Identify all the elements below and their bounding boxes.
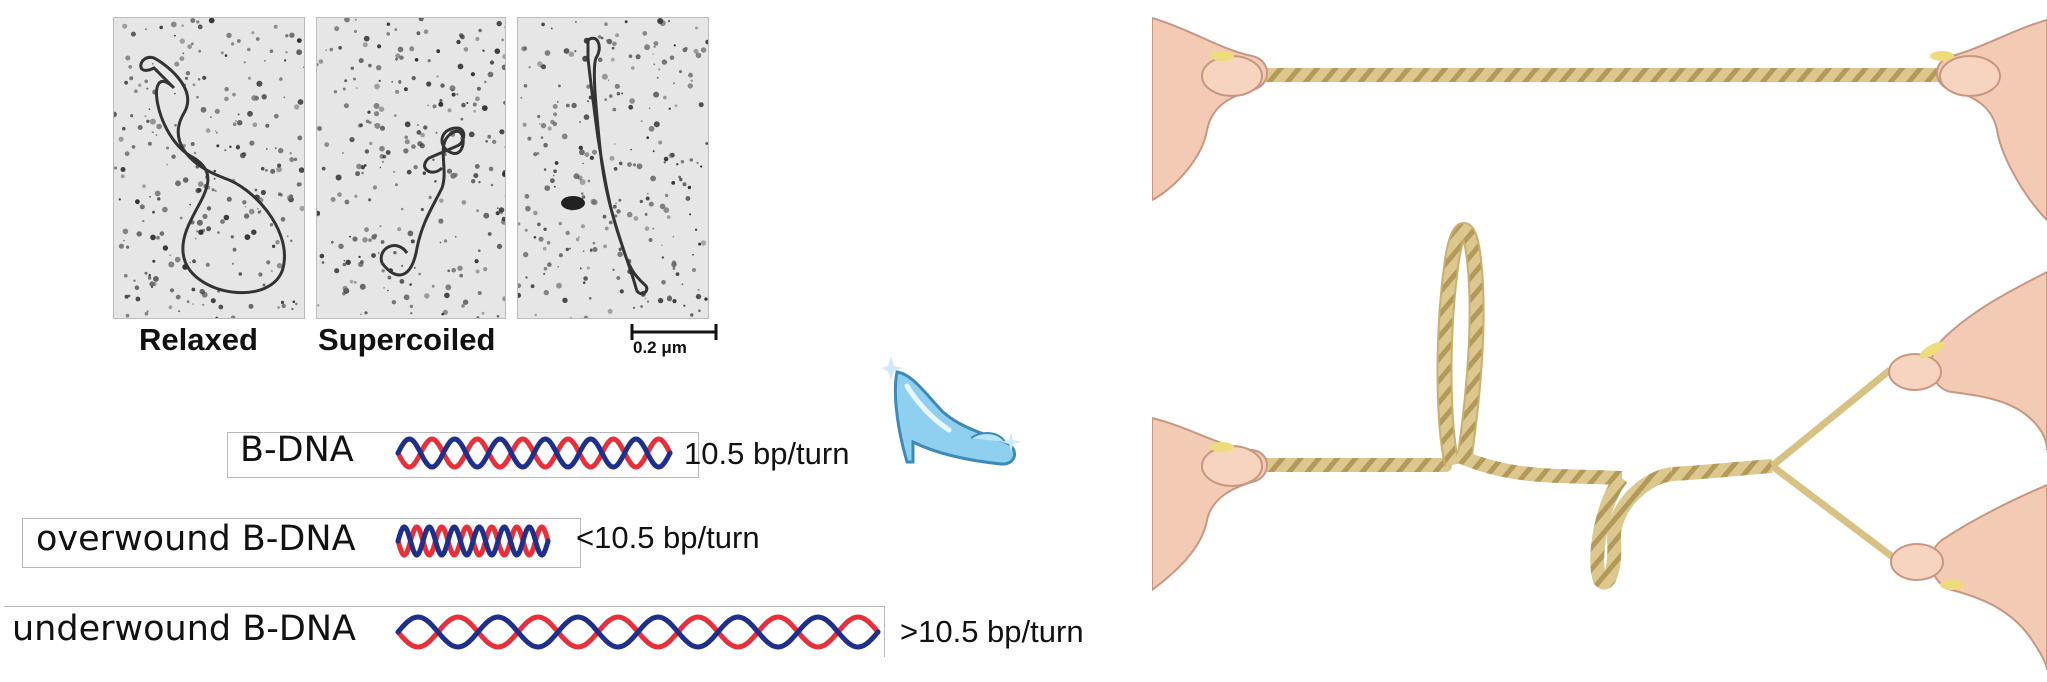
label-relaxed: Relaxed [139, 322, 258, 357]
label-supercoiled: Supercoiled [318, 322, 496, 357]
overwound-label: overwound B-DNA [36, 519, 356, 559]
underwound-rate: >10.5 bp/turn [900, 614, 1084, 649]
top-right-hand [1930, 18, 2047, 222]
micrograph-extended [517, 17, 709, 319]
top-left-hand [1152, 16, 1268, 202]
underwound-helix [395, 614, 881, 650]
bottom-left-hand [1152, 416, 1268, 592]
underwound-label: underwound B-DNA [12, 609, 356, 649]
overwound-helix [395, 524, 551, 558]
bdna-rate: 10.5 bp/turn [684, 436, 850, 471]
right-upper-hand [1888, 270, 2047, 451]
bdna-label: B-DNA [240, 430, 354, 470]
bdna-helix [395, 436, 673, 470]
micrograph-supercoiled [316, 17, 506, 319]
rope-illustration [1152, 16, 2047, 671]
micrograph-relaxed [113, 17, 305, 319]
overwound-rate: <10.5 bp/turn [576, 520, 760, 555]
glass-slipper-icon [883, 356, 1021, 466]
scale-bar [630, 324, 718, 340]
scale-bar-label: 0.2 μm [633, 338, 687, 357]
right-lower-hand [1890, 483, 2047, 671]
straight-rope [1252, 68, 2047, 82]
